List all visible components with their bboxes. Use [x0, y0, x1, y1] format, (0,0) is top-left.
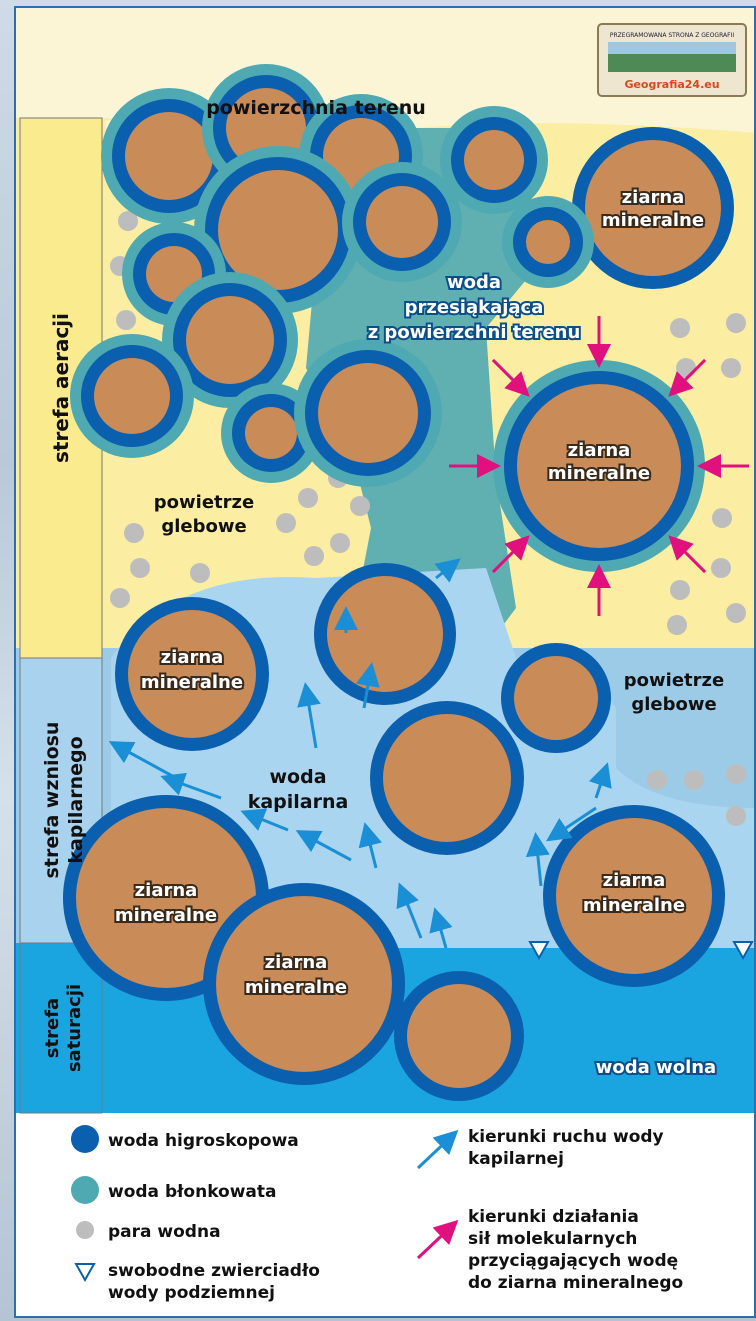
grain-label-5a: ziarna: [265, 952, 328, 973]
vapor-dot: [124, 523, 144, 543]
legend-hygroscopic-icon: [71, 1125, 99, 1153]
grain-label-2b: mineralne: [548, 463, 650, 484]
mineral-grain: [366, 186, 438, 258]
vapor-dot: [711, 558, 731, 578]
legend-capillary-dir-1: kierunki ruchu wody: [468, 1127, 664, 1147]
grain-label-6a: ziarna: [603, 870, 666, 891]
mineral-grain: [218, 170, 338, 290]
soil-air-label-1a: powietrze: [154, 492, 254, 513]
legend-vapor: para wodna: [108, 1222, 221, 1242]
capillary-water-label-1: woda: [269, 766, 326, 788]
vapor-dot: [350, 496, 370, 516]
percolating-label-3: z powierzchni terenu: [368, 322, 581, 343]
mineral-grain: [383, 714, 511, 842]
vapor-dot: [190, 563, 210, 583]
groundwater-diagram: PRZEGRAMOWANA STRONA Z GEOGRAFII Geograf…: [16, 8, 756, 1318]
legend-molecular-dir-3: przyciągających wodę: [468, 1251, 678, 1271]
vapor-dot: [726, 806, 746, 826]
legend-molecular-dir-4: do ziarna mineralnego: [468, 1273, 683, 1293]
vapor-dot: [304, 546, 324, 566]
grain-label-1a: ziarna: [622, 187, 685, 208]
legend-water-table-2: wody podziemnej: [108, 1283, 275, 1303]
logo-site: Geografia24.eu: [624, 78, 719, 91]
vapor-dot: [130, 558, 150, 578]
vapor-dot: [330, 533, 350, 553]
mineral-grain: [526, 220, 570, 264]
grain-label-5b: mineralne: [245, 977, 347, 998]
vapor-dot: [670, 580, 690, 600]
grain-label-2a: ziarna: [568, 440, 631, 461]
vapor-dot: [726, 764, 746, 784]
zone-label-capillary-1: strefa wzniosu: [41, 722, 63, 879]
vapor-dot: [667, 615, 687, 635]
vapor-dot: [116, 310, 136, 330]
vapor-dot: [670, 318, 690, 338]
mineral-grain: [514, 656, 598, 740]
vapor-dot: [684, 770, 704, 790]
legend-film-icon: [71, 1176, 99, 1204]
legend-hygroscopic: woda higroskopowa: [108, 1131, 299, 1151]
logo-line: PRZEGRAMOWANA STRONA Z GEOGRAFII: [610, 32, 734, 39]
grain-label-3b: mineralne: [141, 672, 243, 693]
free-water-label: woda wolna: [596, 1057, 716, 1078]
vapor-dot: [110, 588, 130, 608]
soil-air-label-2b: glebowe: [631, 694, 716, 715]
grain-label-4b: mineralne: [115, 905, 217, 926]
vapor-dot: [276, 513, 296, 533]
percolating-label-1: woda: [447, 272, 501, 293]
grain-label-3a: ziarna: [161, 647, 224, 668]
zone-label-saturation-1: strefa: [42, 998, 63, 1058]
mineral-grain: [94, 358, 170, 434]
mineral-grain: [318, 363, 418, 463]
mineral-grain: [464, 130, 524, 190]
soil-air-label-1b: glebowe: [161, 516, 246, 537]
soil-air-label-2a: powietrze: [624, 670, 724, 691]
grain-label-6b: mineralne: [583, 895, 685, 916]
mineral-grain: [585, 140, 721, 276]
vapor-dot: [647, 770, 667, 790]
surface-label: powierzchnia terenu: [206, 97, 426, 119]
vapor-dot: [726, 603, 746, 623]
diagram-frame: PRZEGRAMOWANA STRONA Z GEOGRAFII Geograf…: [14, 6, 756, 1318]
mineral-grain: [245, 407, 297, 459]
site-logo: PRZEGRAMOWANA STRONA Z GEOGRAFII Geograf…: [598, 24, 746, 96]
legend-film: woda błonkowata: [108, 1182, 277, 1202]
vapor-dot: [726, 313, 746, 333]
legend-molecular-dir-2: sił molekularnych: [468, 1229, 637, 1249]
zone-label-saturation-2: saturacji: [64, 984, 85, 1072]
legend-molecular-dir-1: kierunki działania: [468, 1207, 639, 1227]
vapor-dot: [676, 358, 696, 378]
vapor-dot: [712, 508, 732, 528]
grain-label-1b: mineralne: [602, 210, 704, 231]
grain-label-4a: ziarna: [135, 880, 198, 901]
mineral-grain: [186, 296, 274, 384]
legend-vapor-icon: [76, 1221, 94, 1239]
mineral-grain: [125, 112, 213, 200]
vapor-dot: [298, 488, 318, 508]
capillary-water-label-2: kapilarna: [248, 791, 349, 813]
legend-capillary-dir-2: kapilarnej: [468, 1149, 564, 1169]
zone-label-capillary-2: kapilarnego: [65, 736, 87, 863]
zone-label-aeration: strefa aeracji: [49, 313, 73, 463]
percolating-label-2: przesiąkająca: [405, 297, 544, 318]
legend-water-table-1: swobodne zwierciadło: [108, 1261, 320, 1281]
mineral-grain: [407, 984, 511, 1088]
mineral-grain: [327, 576, 443, 692]
vapor-dot: [721, 358, 741, 378]
